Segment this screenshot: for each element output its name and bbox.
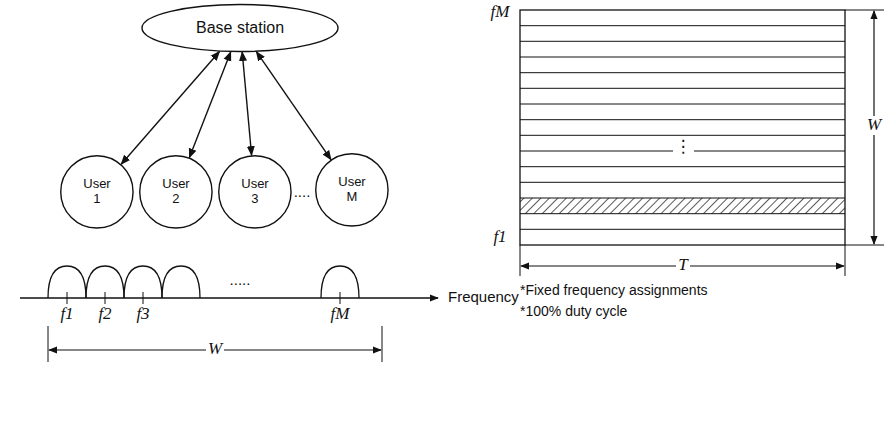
frequency-label: f3 bbox=[136, 305, 149, 324]
ellipsis: ⋮ bbox=[673, 138, 694, 157]
ellipsis: .... bbox=[294, 184, 311, 201]
time-label: T bbox=[676, 256, 689, 275]
base-station-ellipse: Base station bbox=[140, 4, 340, 52]
frequency-label: fM bbox=[491, 3, 510, 22]
frequency-label: fM bbox=[331, 305, 350, 324]
link-arrow bbox=[256, 52, 331, 160]
bandwidth-label: W bbox=[206, 340, 224, 359]
node-label: User 3 bbox=[233, 177, 277, 207]
note: *Fixed frequency assignments bbox=[520, 283, 708, 298]
user-circle: User M bbox=[315, 153, 389, 227]
node-label: Base station bbox=[196, 19, 284, 37]
link-arrow bbox=[189, 52, 230, 158]
user-circle: User 3 bbox=[218, 155, 292, 229]
user-circle: User 1 bbox=[60, 155, 134, 229]
node-label: User 2 bbox=[154, 177, 198, 207]
user-circle: User 2 bbox=[139, 155, 213, 229]
node-label: User 1 bbox=[75, 177, 119, 207]
note: *100% duty cycle bbox=[520, 304, 627, 319]
link-arrow bbox=[121, 52, 219, 165]
node-label: User M bbox=[330, 175, 374, 205]
axis-label: Frequency bbox=[448, 289, 519, 306]
ellipsis: ..... bbox=[230, 272, 251, 289]
frequency-label: f1 bbox=[493, 228, 506, 247]
bandwidth-label: W bbox=[865, 116, 883, 135]
link-arrow bbox=[242, 52, 251, 155]
frequency-label: f2 bbox=[98, 305, 111, 324]
frequency-label: f1 bbox=[60, 305, 73, 324]
